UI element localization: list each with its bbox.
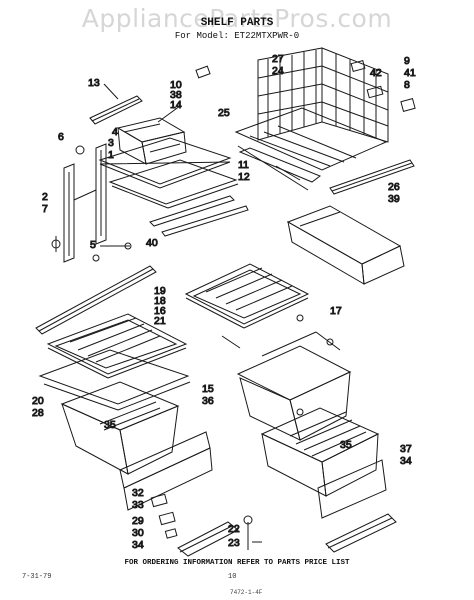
callout-35-right: 35 (340, 439, 352, 451)
trim-strip-26 (329, 159, 415, 195)
callout-1: 1 (108, 149, 114, 161)
crisper-bin-39 (286, 205, 405, 285)
callout-38: 38 (170, 89, 182, 101)
ordering-information-note: FOR ORDERING INFORMATION REFER TO PARTS … (124, 559, 350, 567)
callout-26: 26 (388, 181, 400, 193)
callout-2: 2 (42, 191, 48, 203)
callout-14: 14 (170, 99, 182, 111)
callout-17: 17 (330, 305, 342, 317)
callout-32: 32 (132, 487, 144, 499)
footer-part-code: 7472-1-4F (230, 589, 263, 596)
callout-21: 21 (154, 315, 166, 327)
callout-25: 25 (218, 107, 230, 119)
callout-15: 15 (202, 383, 214, 395)
page-number: 10 (228, 573, 237, 581)
crisper-pan-right (260, 407, 380, 497)
callout-42: 42 (370, 67, 382, 79)
watermark: AppliancePartsPros.com (81, 4, 393, 33)
callout-37: 37 (400, 443, 412, 455)
callout-10: 10 (170, 79, 182, 91)
model-number: For Model: ET22MTXPWR-0 (174, 31, 300, 41)
leader-line (157, 105, 181, 123)
callout-35-left: 35 (104, 419, 116, 431)
callout-4: 4 (112, 126, 118, 138)
screw-22-23 (243, 515, 262, 550)
callout-8: 8 (404, 79, 410, 91)
screw-6 (75, 145, 85, 155)
shelf-clips (350, 59, 416, 112)
callout-3: 3 (108, 137, 114, 149)
glass-shelf-right (184, 263, 310, 329)
callout-27: 27 (272, 53, 284, 65)
callout-11: 11 (238, 159, 249, 171)
small-parts-29-30 (150, 493, 178, 539)
callout-30: 30 (132, 527, 144, 539)
handle-34-left (177, 521, 239, 557)
callout-33: 33 (132, 499, 144, 511)
clip-10 (195, 65, 211, 79)
glass-shelf-left (46, 313, 188, 379)
trim-strip-13 (89, 95, 143, 125)
callout-24: 24 (272, 65, 284, 77)
diagram-title: SHELF PARTS (200, 17, 274, 29)
handle-34-right (325, 513, 397, 553)
small-bin-14 (116, 117, 187, 165)
callout-29: 29 (132, 515, 144, 527)
bracket-screw-5 (92, 242, 132, 262)
ladder-bracket-left (63, 143, 107, 263)
drawer-front-right (317, 459, 387, 519)
callout-28: 28 (32, 407, 44, 419)
callout-6: 6 (58, 131, 64, 143)
footer-date-code: 7-31-79 (22, 573, 52, 581)
callout-12: 12 (238, 171, 250, 183)
callout-16: 16 (154, 305, 166, 317)
callout-22: 22 (228, 523, 240, 535)
callout-39: 39 (388, 193, 400, 205)
trim-strip-40 (35, 265, 157, 335)
frame-rails-20 (38, 349, 191, 411)
drawer-front-left (119, 431, 213, 511)
callout-19: 19 (154, 285, 166, 297)
drawer-frame-15 (236, 331, 352, 441)
callout-9: 9 (404, 55, 410, 67)
callout-13: 13 (88, 77, 100, 89)
callout-20: 20 (32, 395, 44, 407)
callout-18: 18 (154, 295, 166, 307)
callout-41: 41 (404, 67, 416, 79)
callout-23: 23 (228, 537, 240, 549)
callout-7: 7 (42, 203, 48, 215)
glass-shelf (98, 137, 239, 209)
leader-line (103, 83, 119, 100)
callout-34-right: 34 (400, 455, 412, 467)
wire-shelf-25 (234, 47, 389, 191)
crisper-pan-28 (60, 381, 180, 475)
clips-17 (221, 314, 334, 349)
callout-36: 36 (202, 395, 214, 407)
callout-40: 40 (146, 237, 158, 249)
callout-34-left: 34 (132, 539, 144, 551)
shelf-trim (149, 195, 249, 237)
callout-5: 5 (90, 239, 96, 251)
